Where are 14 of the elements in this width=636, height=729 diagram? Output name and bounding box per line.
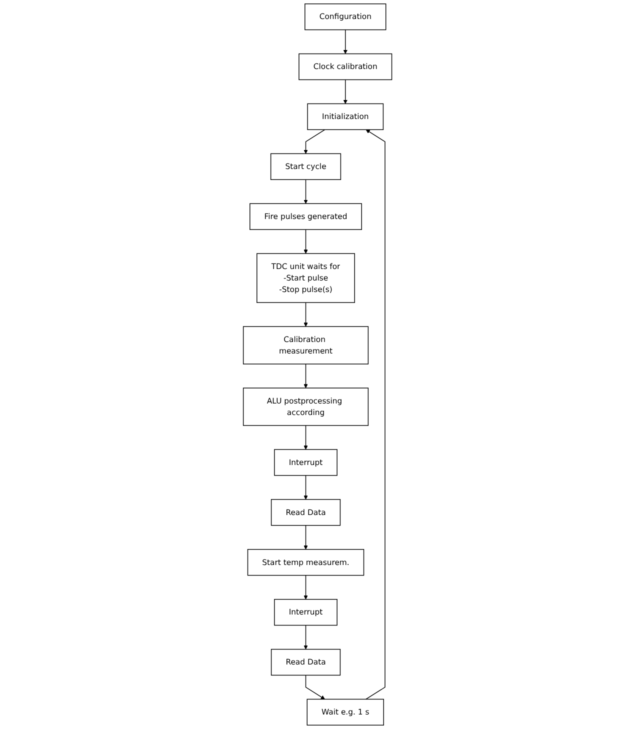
arrow [304,624,308,650]
arrow [304,129,326,154]
arrow [304,525,308,550]
arrow [304,179,308,204]
arrow [304,364,308,388]
arrow [306,674,326,700]
arrow [304,574,308,600]
arrow [304,302,308,327]
arrow [304,229,308,254]
arrow [304,425,308,450]
arrow [304,475,308,500]
arrow [344,79,348,104]
arrow [344,29,348,54]
arrow [366,129,386,700]
